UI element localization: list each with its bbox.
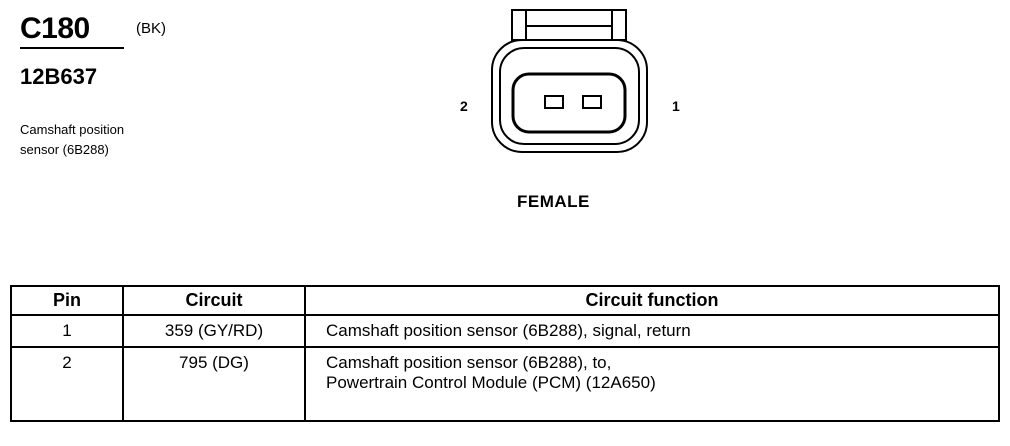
part-number: 12B637 (20, 64, 98, 89)
function-line: Camshaft position sensor (6B288), signal… (326, 321, 691, 340)
cell-pin: 1 (10, 314, 124, 348)
table-header-row: Pin Circuit Circuit function (10, 285, 1000, 316)
pin-table: Pin Circuit Circuit function 1 359 (GY/R… (10, 285, 1000, 422)
cell-circuit: 795 (DG) (122, 346, 306, 422)
table-row: 2 795 (DG) Camshaft position sensor (6B2… (10, 346, 1000, 422)
connector-description-line1: Camshaft position (20, 122, 125, 137)
pin-cavity-1 (582, 95, 602, 109)
pin-label-right: 1 (672, 98, 680, 114)
pin-cavities (544, 95, 602, 109)
cell-circuit-function: Camshaft position sensor (6B288), signal… (304, 314, 1000, 348)
connector-latch (511, 9, 627, 41)
function-line: Camshaft position sensor (6B288), to, (326, 353, 612, 372)
header-circuit-function: Circuit function (304, 285, 1000, 316)
header-pin: Pin (10, 285, 124, 316)
function-line: Powertrain Control Module (PCM) (12A650) (326, 373, 656, 392)
cell-pin: 2 (10, 346, 124, 422)
pin-cavity-2 (544, 95, 564, 109)
connector-description-line2: sensor (6B288) (20, 142, 109, 157)
connector-gender-label: FEMALE (517, 192, 590, 211)
connector-id: C180 (20, 12, 90, 45)
connector-color: (BK) (136, 20, 166, 37)
header-circuit: Circuit (122, 285, 306, 316)
connector-id-underline (20, 47, 124, 49)
cell-circuit-function: Camshaft position sensor (6B288), to, Po… (304, 346, 1000, 422)
connector-face-diagram (491, 9, 648, 153)
table-row: 1 359 (GY/RD) Camshaft position sensor (… (10, 314, 1000, 348)
connector-housing (491, 39, 648, 153)
cell-circuit: 359 (GY/RD) (122, 314, 306, 348)
pin-label-left: 2 (460, 98, 468, 114)
